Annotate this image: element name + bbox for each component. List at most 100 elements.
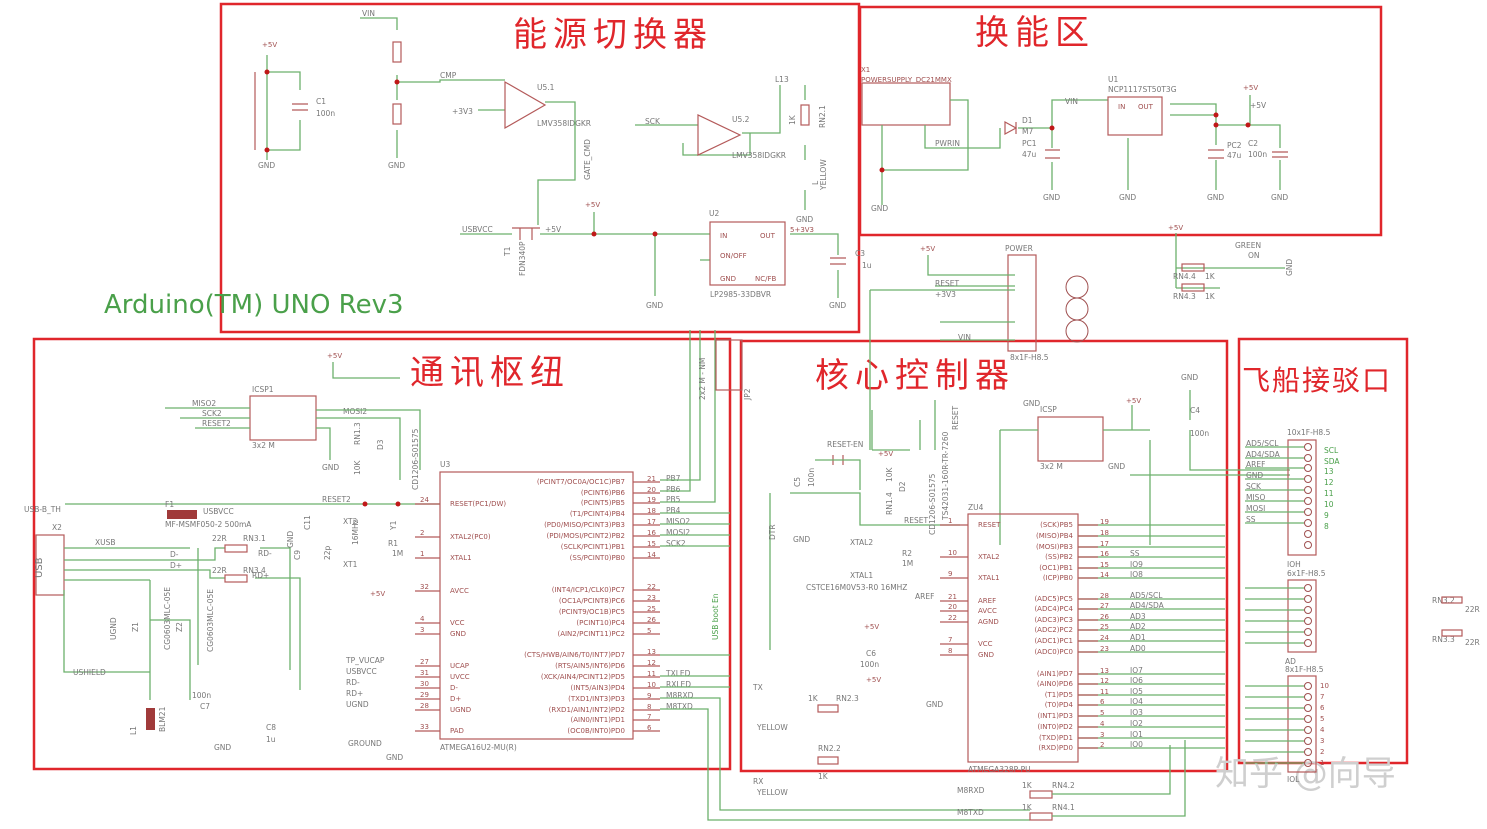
schematic-label: C4 [1190, 406, 1200, 415]
pin-number: 28 [1100, 592, 1109, 600]
pin-name: (ADC1)PC1 [1034, 637, 1073, 645]
schematic-label: SCK2 [202, 409, 222, 418]
schematic-label: 10x1F-H8.5 [1287, 428, 1331, 437]
pin-number: 11 [1100, 688, 1109, 696]
schematic-label: RN4.3 [1173, 292, 1196, 301]
schematic-label: 22R [212, 566, 227, 575]
pin-number: 29 [420, 691, 429, 699]
schematic-shape [224, 544, 248, 553]
schematic-label: F1 [165, 500, 174, 509]
pin-number: 18 [647, 507, 656, 515]
pin-name: (CTS/HWB/AIN6/T0/INT7)PD7 [524, 651, 625, 659]
pin-name: (OC1)PB1 [1039, 564, 1073, 572]
schematic-label: RESET-EN [827, 440, 863, 449]
schematic-shape [715, 339, 743, 391]
header-pin [1304, 628, 1312, 636]
box-energy [858, 5, 1383, 237]
pin-label: 8 [1324, 522, 1329, 531]
header-pin [1304, 508, 1312, 516]
schematic-label: X1 [861, 66, 870, 74]
pin-number: 25 [1100, 623, 1109, 631]
pin-name: XTAL1 [978, 574, 1000, 582]
header-pin [1304, 639, 1312, 647]
pin-name: (ADC2)PC2 [1034, 626, 1073, 634]
schematic-label: 47u [1022, 150, 1037, 159]
schematic-shape [1245, 122, 1251, 128]
schematic-label: RESET [935, 279, 959, 288]
schematic-label: +5V [878, 450, 893, 458]
schematic-label: VIN [362, 9, 375, 18]
schematic-label: 5+3V3 [790, 226, 814, 234]
schematic-shape [1213, 112, 1219, 118]
pin-name: XTAL2(PC0) [450, 533, 491, 541]
pin-number: 12 [647, 659, 656, 667]
schematic-shape [660, 330, 1030, 821]
schematic-shape [224, 574, 248, 583]
pin-name: D- [450, 684, 458, 692]
pin-number: 5 [647, 627, 651, 635]
schematic-label: RD- [258, 549, 272, 558]
schematic-shape [1287, 579, 1317, 653]
schematic-shape [512, 227, 540, 240]
pin-name: RESET [978, 521, 1001, 529]
schematic-shape [635, 85, 806, 210]
pin-label: 12 [1324, 478, 1334, 487]
schematic-label: 100n [860, 660, 879, 669]
schematic-label: IN [720, 232, 727, 240]
pin-number: 13 [1100, 667, 1109, 675]
schematic-shape [537, 101, 576, 225]
schematic-label: ICSP [1040, 405, 1057, 414]
header-pin [1304, 584, 1312, 592]
header-pin [1304, 726, 1312, 734]
schematic-label: C2 [1248, 139, 1258, 148]
pin-number: 24 [420, 496, 429, 504]
net-label: AD2 [1130, 622, 1146, 631]
schematic-label: +5V [920, 245, 935, 253]
schematic-label: 1K [788, 114, 797, 125]
schematic-label: NC/FB [755, 275, 777, 283]
pin-number: 2 [1320, 748, 1324, 756]
net-label: PB4 [666, 506, 681, 515]
pin-number: 24 [1100, 634, 1109, 642]
schematic-label: TP_VUCAP [345, 656, 385, 665]
schematic-label: UGND [109, 617, 118, 640]
schematic-label: C6 [866, 649, 876, 658]
header-pin [1304, 475, 1312, 483]
schematic-label: RN4.1 [1052, 803, 1075, 812]
pin-name: (RXD)PD0 [1038, 744, 1073, 752]
schematic-label: D- [170, 550, 179, 559]
schematic-label: TX [752, 683, 763, 692]
schematic-label: 10K [353, 459, 362, 475]
schematic-label: 1K [1022, 781, 1033, 790]
pin-name: AREF [978, 597, 996, 605]
net-label: AD5/SCL [1130, 591, 1163, 600]
pin-number: 13 [647, 648, 656, 656]
schematic-label: 22p [323, 545, 332, 560]
pin-name: (T1/PCINT4)PB4 [570, 510, 626, 518]
schematic-label: ON [1248, 251, 1260, 260]
schematic-shape [1029, 790, 1053, 799]
schematic-label: C7 [200, 702, 210, 711]
schematic-shape [1007, 254, 1037, 352]
net-label: MISO [1246, 493, 1265, 502]
schematic-label: FDN340P [518, 241, 527, 276]
pin-number: 26 [647, 616, 656, 624]
pin-number: 18 [1100, 529, 1109, 537]
schematic-label: JP2 [743, 388, 752, 401]
pin-name: AVCC [450, 587, 469, 595]
power-switch-circuit: +5V C1 100n GND VIN CMP +3V3 GND U5.1 LM… [254, 9, 872, 310]
schematic-label: 100n [1190, 429, 1209, 438]
pin-number: 10 [1320, 682, 1329, 690]
schematic-label: RESET [951, 406, 960, 430]
schematic-label: RN4.4 [1173, 272, 1196, 281]
dock-circuit: 10x1F-H8.5 IOH 6x1F-H8.5 AD 8x1F-H8.5 IO… [1245, 428, 1480, 784]
schematic-label: OUT [1138, 103, 1154, 111]
pin-number: 1 [948, 517, 952, 525]
pin-name: (PCINT7/OC0A/OC1C)PB7 [537, 478, 625, 486]
schematic-shape [1441, 629, 1463, 637]
schematic-shape [697, 114, 742, 156]
schematic-label: 100n [192, 691, 211, 700]
schematic-label: PWRIN [935, 139, 960, 148]
pin-label: 9 [1324, 511, 1329, 520]
schematic-label: 1K [1205, 272, 1216, 281]
